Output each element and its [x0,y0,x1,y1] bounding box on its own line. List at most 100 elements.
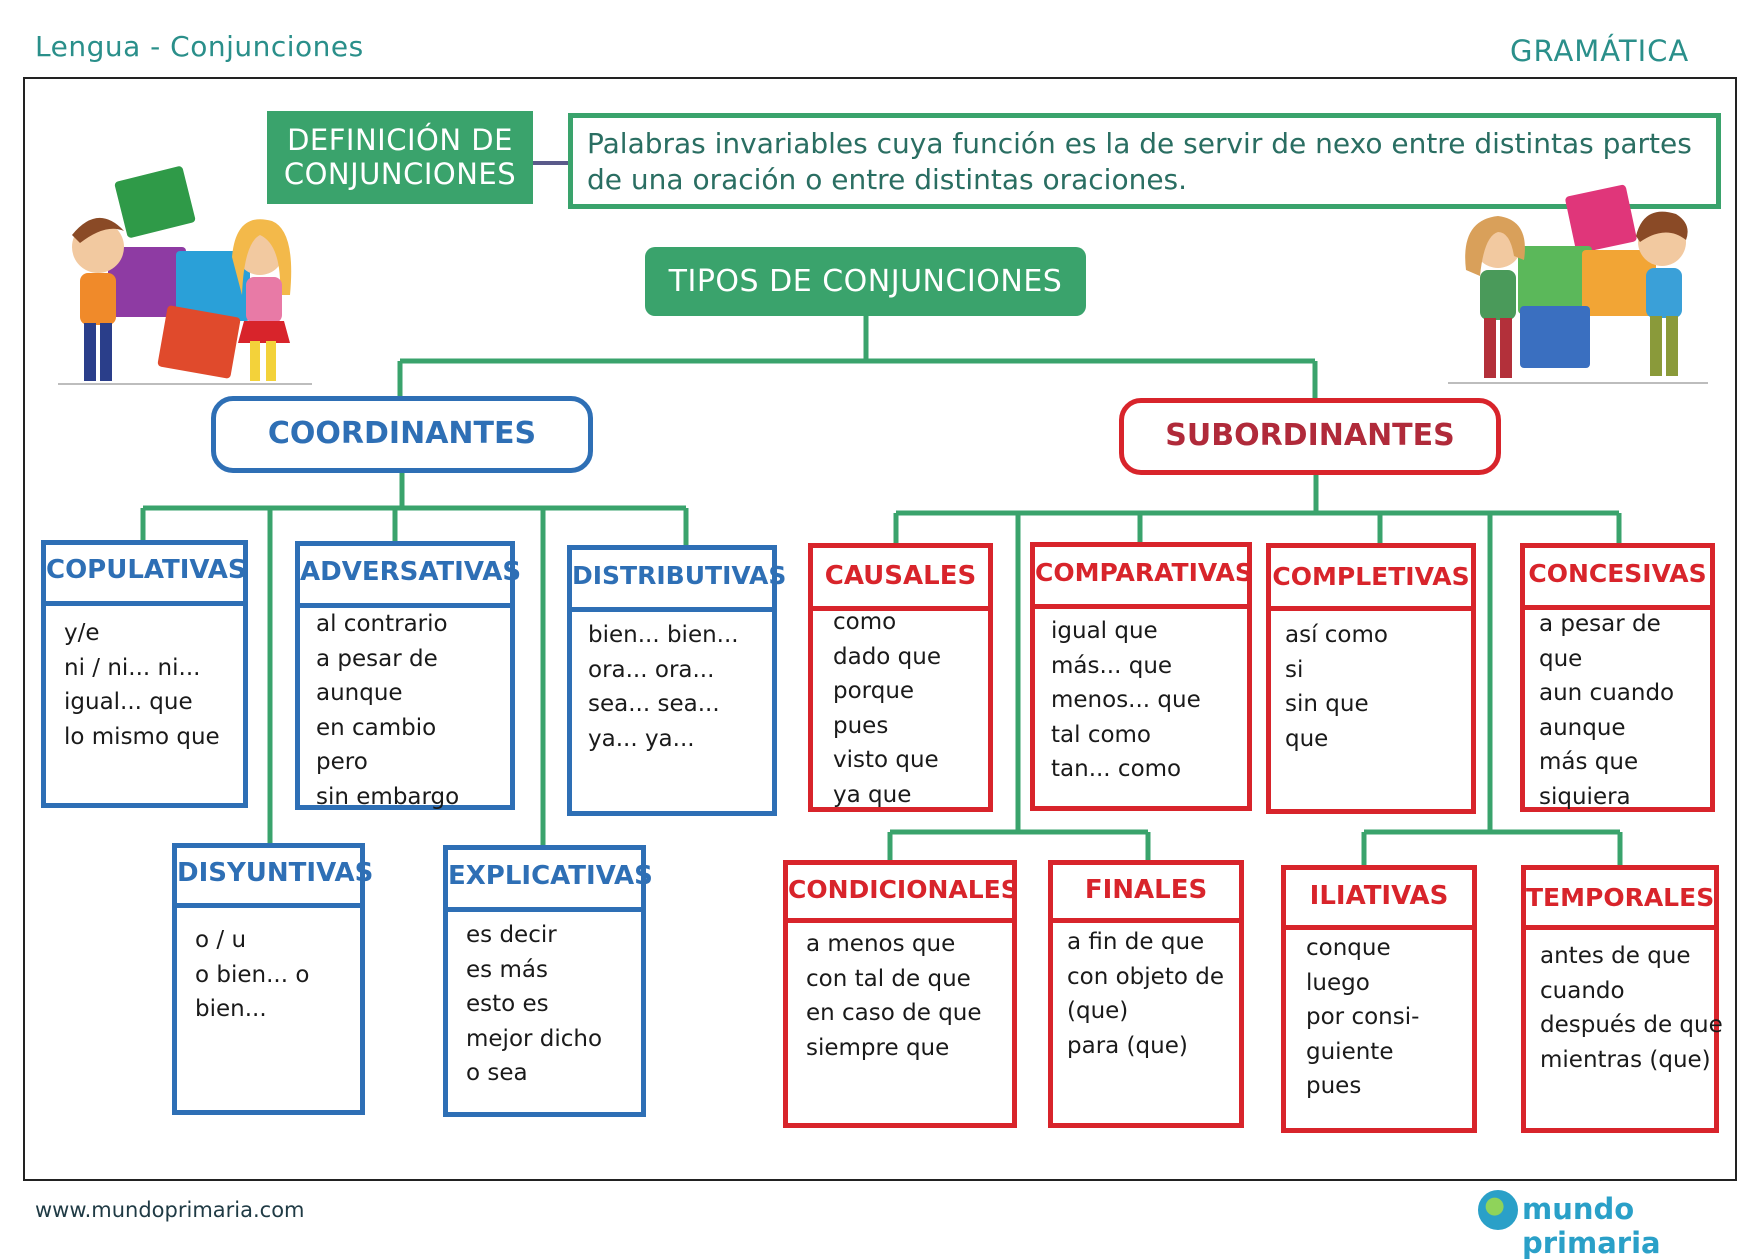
list-item: siempre que [806,1034,950,1061]
group-title: COMPLETIVAS [1271,548,1471,611]
root-node-tipos: TIPOS DE CONJUNCIONES [645,247,1086,316]
list-item: bien... [195,996,267,1022]
definition-label-line2: CONJUNCIONES [283,157,517,191]
group-items: conque luego por consi- guiente pues [1306,931,1466,1104]
group-items: igual que más... que menos... que tal co… [1051,614,1241,787]
group-title: COPULATIVAS [46,545,247,606]
group-condicionales: CONDICIONALES a menos que con tal de que… [783,860,1019,1128]
group-iliativas: ILIATIVAS conque luego por consi- guient… [1281,865,1477,1133]
list-item: a pesar de [316,645,438,672]
list-item: mejor dicho [466,1025,603,1052]
list-item: a fin de que [1067,929,1205,955]
list-item: dado que [833,643,942,670]
list-item: siquiera [1539,783,1631,810]
list-item: menos... que [1051,687,1201,713]
definition-label: DEFINICIÓN DE CONJUNCIONES [267,111,533,204]
group-title: COMPARATIVAS [1035,547,1253,609]
group-items: antes de que cuando después de que mient… [1540,939,1723,1077]
list-item: con tal de que [806,965,971,992]
list-item: pero [316,749,368,775]
list-item: y/e [64,620,100,646]
list-item: aunque [1539,714,1626,741]
list-item: visto que [833,747,939,773]
group-explicativas: EXPLICATIVAS es decir es más esto es mej… [443,845,653,1117]
list-item: tan... como [1051,756,1182,782]
globe-logo-icon [1478,1190,1518,1230]
definition-text: Palabras invariables cuya función es la … [568,113,1721,209]
group-disyuntivas: DISYUNTIVAS o / u o bien... o bien... [172,843,373,1115]
group-title: CONDICIONALES [788,865,1019,923]
group-comparativas: COMPARATIVAS igual que más... que menos.… [1030,542,1253,811]
list-item: o bien... o [195,961,310,988]
list-item: pues [1306,1073,1362,1099]
list-item: cuando [1540,977,1625,1004]
list-item: pues [833,712,889,739]
group-adversativas: ADVERSATIVAS al contrario a pesar de aun… [295,541,521,810]
list-item: bien... bien... [588,622,739,648]
list-item: o / u [195,927,247,953]
group-items: o / u o bien... o bien... [195,923,354,1027]
definition-label-line1: DEFINICIÓN DE [287,123,513,157]
list-item: por consi- [1306,1004,1420,1030]
list-item: aunque [316,680,403,706]
list-item: con objeto de [1067,963,1224,990]
list-item: antes de que [1540,943,1691,969]
list-item: así como [1285,622,1388,648]
group-title: CONCESIVAS [1525,548,1710,610]
footer-url-link[interactable]: www.mundoprimaria.com [35,1198,305,1222]
brand-logo-text: mundo primaria [1522,1192,1661,1260]
list-item: sea... sea... [588,691,720,717]
definition-text-line1: Palabras invariables cuya función es la … [587,127,1692,160]
group-copulativas: COPULATIVAS y/e ni / ni... ni... igual..… [41,540,248,808]
list-item: para (que) [1067,1032,1188,1059]
kids-puzzle-illustration-left [58,166,312,385]
list-item: ora... ora... [588,656,715,683]
list-item: sin embargo [316,783,460,810]
list-item: conque [1306,935,1391,961]
definition-text-line2: de una oración o entre distintas oracion… [587,163,1188,196]
list-item: o sea [466,1060,528,1086]
list-item: es decir [466,922,557,948]
group-title: CAUSALES [813,548,988,611]
group-items: bien... bien... ora... ora... sea... sea… [588,618,766,756]
list-item: que [1285,725,1329,752]
group-distributivas: DISTRIBUTIVAS bien... bien... ora... ora… [567,545,786,816]
kids-puzzle-illustration-right [1448,184,1708,384]
list-item: más que [1539,749,1639,775]
list-item: luego [1306,969,1370,996]
group-items: a fin de que con objeto de (que) para (q… [1067,925,1233,1063]
group-items: a pesar de que aun cuando aunque más que… [1539,607,1704,814]
list-item: ya... ya... [588,725,695,752]
group-title: DISTRIBUTIVAS [572,550,786,612]
list-item: es más [466,956,548,983]
list-item: guiente [1306,1038,1394,1065]
section-title: GRAMÁTICA [1510,34,1690,68]
group-title: FINALES [1053,865,1239,923]
group-items: al contrario a pesar de aunque en cambio… [316,607,504,814]
list-item: después de que [1540,1012,1723,1038]
subject-title: Lengua - Conjunciones [35,30,364,63]
group-items: como dado que porque pues visto que ya q… [833,605,982,812]
list-item: lo mismo que [64,723,220,750]
list-item: esto es [466,991,549,1017]
list-item: al contrario [316,611,448,637]
group-title: ADVERSATIVAS [300,546,521,608]
group-items: así como si sin que que [1285,618,1465,756]
group-title: TEMPORALES [1526,870,1714,930]
list-item: a pesar de [1539,611,1661,637]
group-items: a menos que con tal de que en caso de qu… [806,927,1006,1065]
category-coordinantes: COORDINANTES [211,396,593,473]
list-item: como [833,609,897,635]
list-item: ni / ni... ni... [64,654,201,681]
list-item: a menos que [806,931,956,957]
group-title: ILIATIVAS [1286,870,1472,930]
list-item: más... que [1051,652,1173,679]
group-items: es decir es más esto es mejor dicho o se… [466,918,635,1091]
group-causales: CAUSALES como dado que porque pues visto… [808,543,993,812]
list-item: ya que [833,781,912,808]
group-completivas: COMPLETIVAS así como si sin que que [1266,543,1476,814]
list-item: que [1539,645,1583,672]
group-items: y/e ni / ni... ni... igual... que lo mis… [64,616,237,754]
list-item: tal como [1051,721,1152,748]
